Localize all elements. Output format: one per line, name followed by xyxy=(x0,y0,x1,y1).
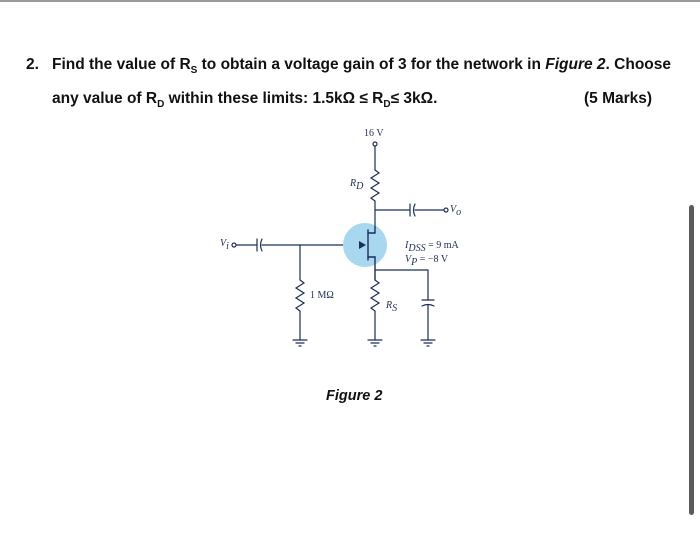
rs-label: RS xyxy=(386,300,398,314)
vi-label: Vi xyxy=(220,238,229,252)
question-number: 2. xyxy=(26,56,39,73)
rd-label: RD xyxy=(350,178,364,192)
idss-label: IDSS = 9 mA xyxy=(405,240,459,254)
vi-terminal xyxy=(231,242,237,248)
circuit-figure: 16 V RD Vo Vi IDSS = 9 mA VP = −8 V 1 MΩ… xyxy=(200,120,500,390)
marks-label: (5 Marks) xyxy=(584,90,653,107)
gate-arrow-icon xyxy=(359,241,366,249)
scrollbar[interactable] xyxy=(689,205,694,515)
top-divider xyxy=(0,0,700,2)
vo-label: Vo xyxy=(450,204,462,218)
question-line-2: any value of RD within these limits: 1.5… xyxy=(52,90,438,111)
rs-resistor xyxy=(369,279,381,312)
supply-terminal xyxy=(372,141,378,147)
rg-resistor xyxy=(294,279,306,312)
rd-resistor xyxy=(369,169,381,202)
jfet-parameters: IDSS = 9 mA VP = −8 V xyxy=(405,240,459,268)
circuit-diagram xyxy=(231,141,449,347)
rg-label: 1 MΩ xyxy=(310,290,334,301)
vp-label: VP = −8 V xyxy=(405,254,449,268)
vo-terminal xyxy=(443,207,449,213)
question-line-1: Find the value of RS to obtain a voltage… xyxy=(52,56,671,77)
figure-caption: Figure 2 xyxy=(326,388,383,404)
supply-label: 16 V xyxy=(364,128,384,139)
